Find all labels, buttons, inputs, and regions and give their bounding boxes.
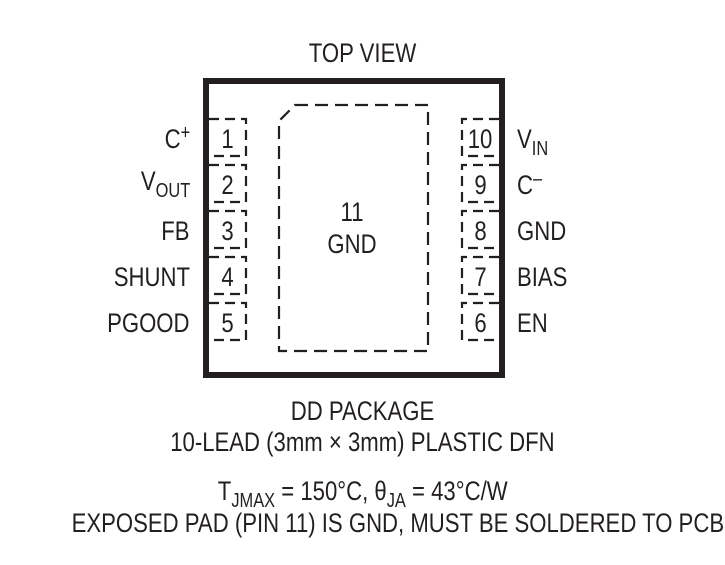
pin-label-8: GND	[517, 216, 567, 246]
pin-label-6: EN	[517, 308, 548, 338]
pin-label-9: C–	[517, 168, 543, 200]
pin-number-9: 9	[474, 170, 487, 200]
package-description: 10-LEAD (3mm × 3mm) PLASTIC DFN	[170, 427, 555, 457]
pin-label-10: VIN	[517, 124, 549, 160]
exposed-pad-outline	[277, 103, 430, 353]
pin-label-4: SHUNT	[113, 262, 190, 292]
exposed-pad-number: 11	[340, 197, 364, 227]
exposed-pad-name: GND	[327, 229, 377, 259]
pin-number-2: 2	[221, 170, 234, 200]
pin-label-1: C+	[164, 122, 190, 154]
pin-number-1: 1	[221, 124, 234, 154]
pin-number-8: 8	[474, 216, 487, 246]
pin-number-6: 6	[474, 308, 487, 338]
top-view-title-text: TOP VIEW	[308, 38, 417, 68]
top-view-title: TOP VIEW	[0, 40, 725, 67]
left-pin-pads	[209, 117, 248, 342]
right-pin-pads	[460, 117, 499, 342]
pin-label-3: FB	[161, 216, 190, 246]
thermal-specs: TJMAX = 150°C, θJA = 43°C/W	[217, 476, 508, 512]
pin-label-5: PGOOD	[107, 308, 190, 338]
pin-label-2: VOUT	[140, 166, 190, 202]
package-name: DD PACKAGE	[290, 396, 435, 426]
exposed-pad-note: EXPOSED PAD (PIN 11) IS GND, MUST BE SOL…	[71, 508, 725, 538]
package-body	[203, 78, 505, 378]
pin-number-4: 4	[221, 262, 234, 292]
pin-number-7: 7	[474, 262, 487, 292]
pin-number-10: 10	[468, 124, 493, 154]
pin-number-5: 5	[221, 308, 234, 338]
pin-number-3: 3	[221, 216, 234, 246]
pin-label-7: BIAS	[517, 262, 568, 292]
